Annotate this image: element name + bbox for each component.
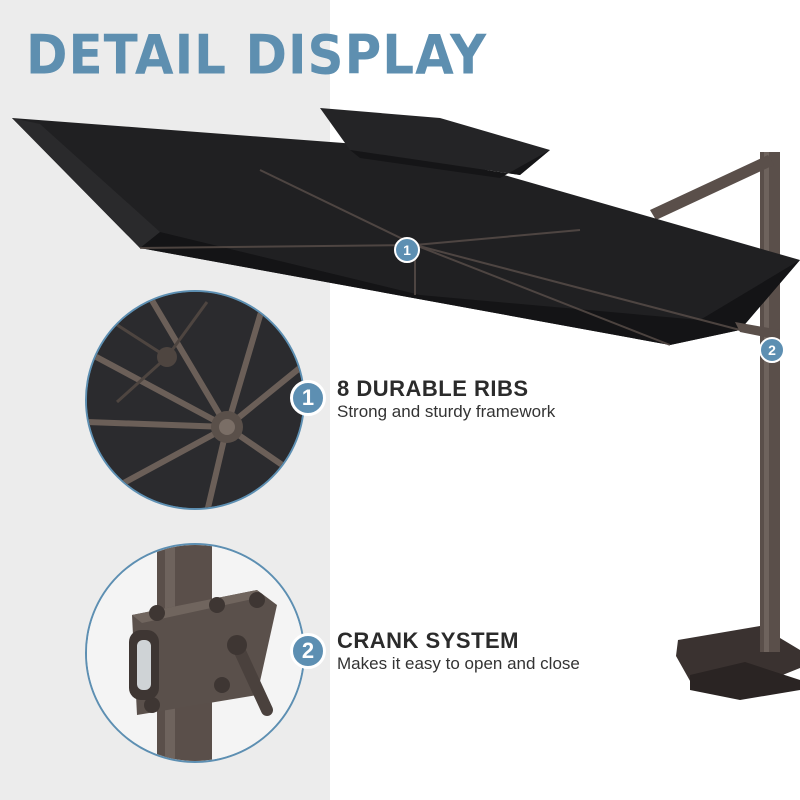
- umbrella-canopy: [12, 118, 800, 345]
- ribs-closeup-image: [87, 292, 303, 508]
- canopy-marker-badge: 1: [394, 237, 420, 263]
- umbrella-vent: [320, 108, 550, 175]
- crank-closeup-image: [87, 545, 303, 761]
- umbrella-arm: [650, 155, 774, 220]
- crank-marker-badge: 2: [759, 337, 785, 363]
- feature-2-title: CRANK SYSTEM: [337, 628, 520, 653]
- feature-2-badge: 2: [290, 633, 326, 669]
- feature-1-badge: 1: [290, 380, 326, 416]
- umbrella-base: [676, 626, 800, 700]
- feature-1-description: Strong and sturdy framework: [337, 402, 556, 421]
- page-title: DETAIL DISPLAY: [26, 23, 488, 87]
- crank-closeup-circle: [85, 543, 305, 763]
- umbrella-pole: [760, 152, 780, 652]
- umbrella-ribs: [139, 169, 741, 346]
- ribs-closeup-circle: [85, 290, 305, 510]
- feature-2-description: Makes it easy to open and close: [337, 654, 580, 673]
- feature-1-title: 8 DURABLE RIBS: [337, 376, 529, 401]
